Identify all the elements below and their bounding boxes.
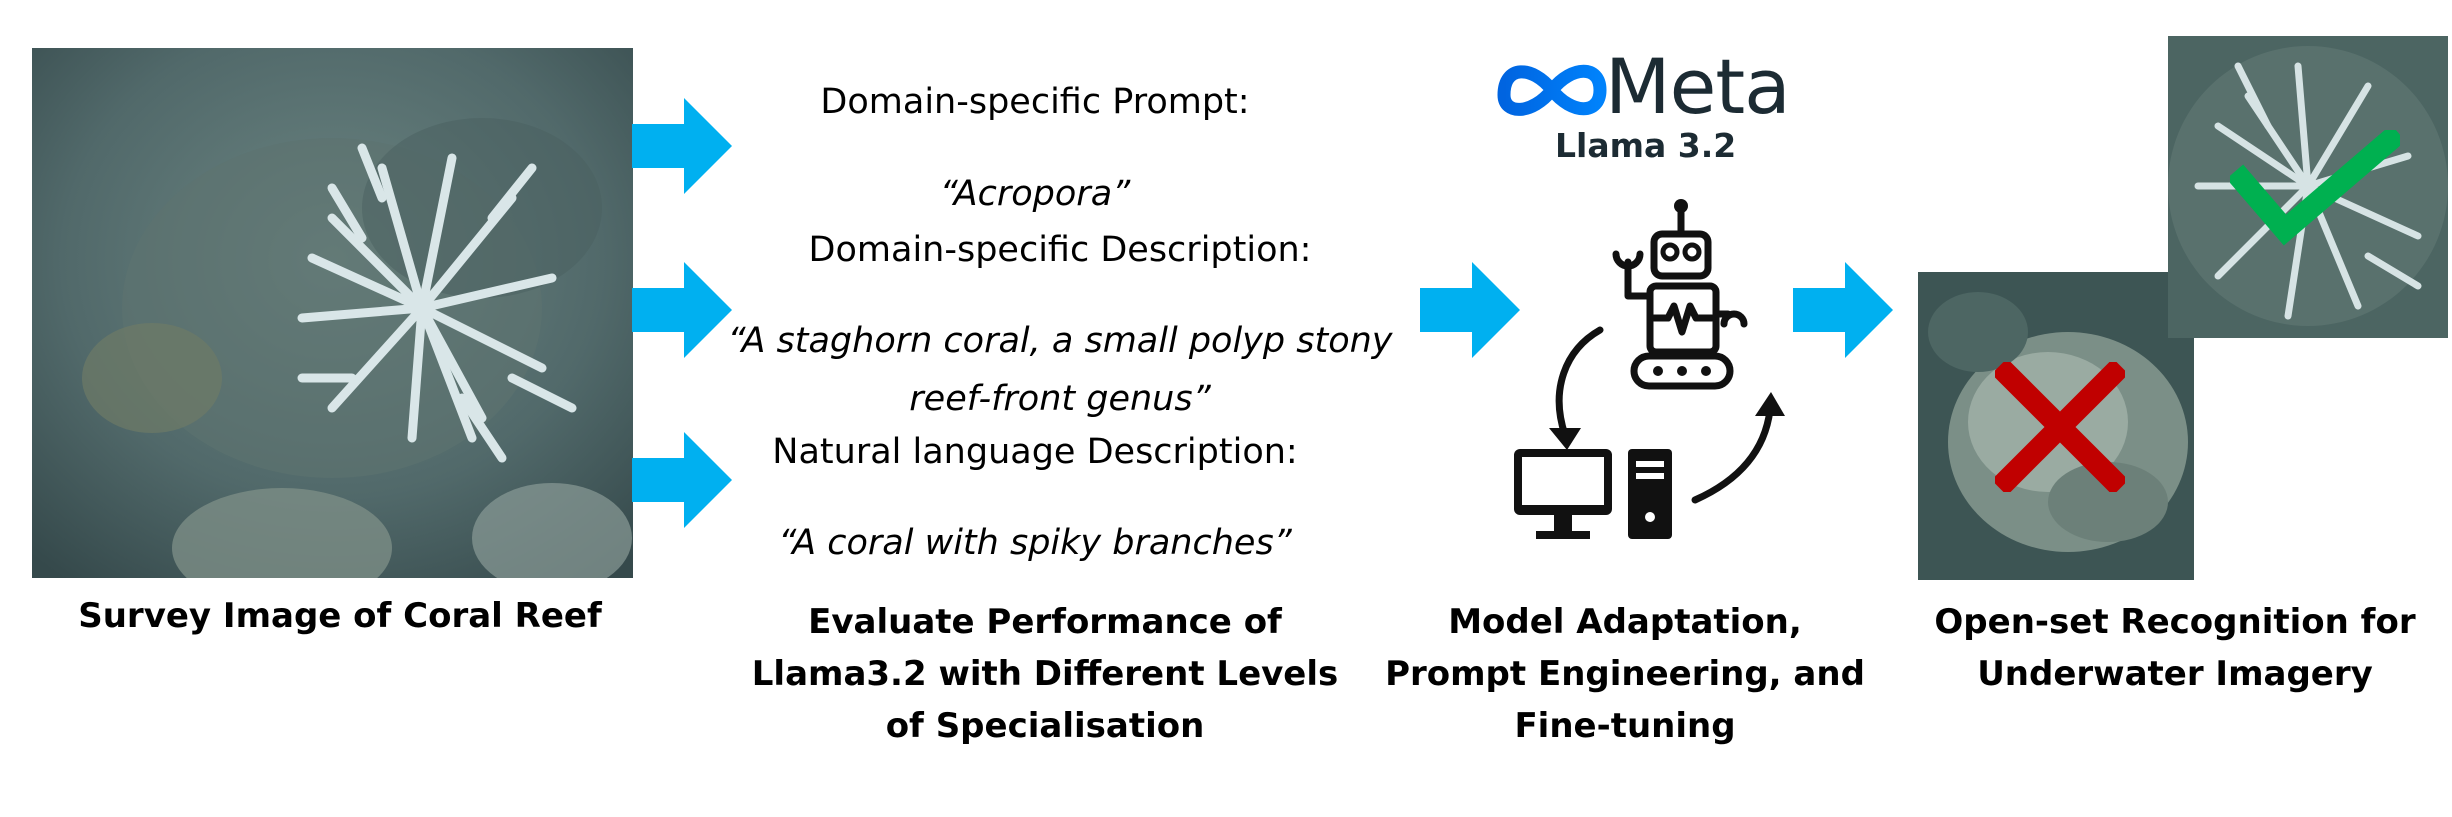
prompt-heading-domain: Domain-specific Prompt:	[820, 82, 1250, 122]
cross-icon	[1995, 362, 2125, 492]
prompt-text-natural-language: “A coral with spiky branches”	[778, 523, 1292, 563]
cycle-arrows-icon	[1549, 326, 1785, 504]
caption-openset: Open-set Recognition for Underwater Imag…	[1934, 602, 2416, 694]
checkmark-icon	[2230, 130, 2400, 246]
prompt-heading-domain-description: Domain-specific Description:	[808, 230, 1312, 270]
prompt-heading-natural-language: Natural language Description:	[772, 432, 1298, 472]
caption-evaluate: Evaluate Performance of Llama3.2 with Di…	[751, 602, 1339, 746]
right-arrow-icon	[1420, 262, 1520, 358]
meta-infinity-logo	[1497, 64, 1607, 116]
prompt-text-domain: “Acropora”	[939, 174, 1131, 214]
caption-survey: Survey Image of Coral Reef	[78, 596, 602, 636]
prompt-text-domain-description: “A staghorn coral, a small polyp stony r…	[727, 321, 1393, 419]
llama-model-text: Llama 3.2	[1555, 126, 1737, 165]
meta-brand-text: Meta	[1605, 42, 1791, 131]
desktop-computer-icon	[1514, 449, 1672, 539]
caption-adaptation: Model Adaptation, Prompt Engineering, an…	[1385, 602, 1865, 746]
right-arrow-icon	[632, 432, 732, 528]
right-arrow-icon	[1793, 262, 1893, 358]
right-arrow-icon	[632, 262, 732, 358]
robot-icon	[1612, 199, 1748, 390]
right-arrow-icon	[632, 98, 732, 194]
survey-coral-photo	[32, 48, 633, 578]
